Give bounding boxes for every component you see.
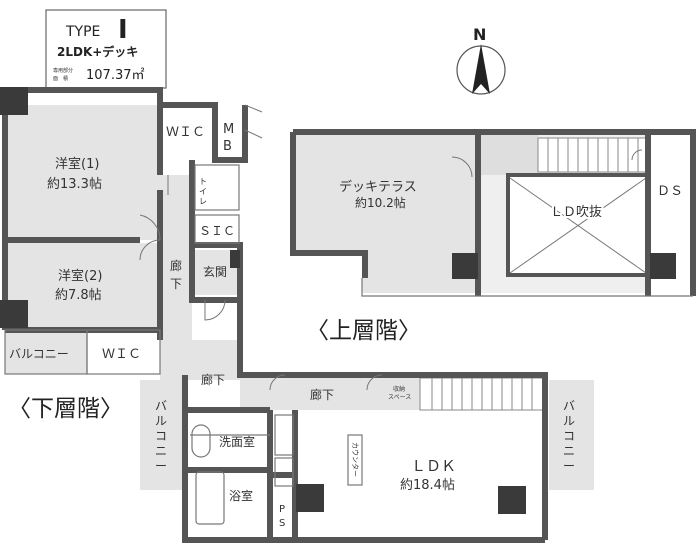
balcony-sw-label-5: ー (155, 459, 167, 473)
ldk-name: ＬＤＫ (411, 457, 456, 475)
ps-label-2: S (279, 518, 285, 529)
hallway-a-label: 廊下 (201, 372, 225, 387)
ldk-size: 約18.4帖 (400, 478, 455, 493)
washroom-label: 洗面室 (219, 434, 255, 449)
area-value: 107.37㎡ (86, 68, 145, 83)
toilet-label-3: レ (199, 197, 207, 206)
hallway-b-label: 廊下 (310, 387, 334, 402)
type-code: I (118, 15, 128, 45)
mb-label-2: B (223, 139, 232, 154)
entrance-label: 玄関 (203, 264, 227, 279)
lower-floor-plan: 洋室(1) 約13.3帖 洋室(2) 約7.8帖 ＷＩＣ M B ト イ レ Ｓ… (0, 87, 594, 543)
storage-label-2: スペース (388, 394, 411, 401)
wic-1-label: ＷＩＣ (166, 125, 205, 140)
western-room-2-size: 約7.8帖 (55, 288, 102, 303)
western-room-1-name: 洋室(1) (55, 156, 99, 172)
column-ldk-2 (498, 486, 526, 514)
hallway-vertical-label-1: 廊 (170, 258, 182, 273)
area-label-2: 面 積 (53, 75, 68, 82)
deck-size: 約10.2帖 (355, 195, 406, 210)
balcony-west (5, 330, 87, 374)
mb-label-1: M (223, 122, 234, 137)
western-room-1 (5, 105, 160, 240)
plan-type: 2LDK+デッキ (57, 44, 138, 59)
wic-2-label: ＷＩＣ (102, 347, 141, 362)
column-entrance (230, 250, 240, 268)
western-room-2-name: 洋室(2) (58, 268, 102, 284)
balcony-west-label: バルコニー (9, 347, 69, 361)
staircase-lower (419, 377, 546, 411)
column-w (0, 300, 28, 328)
balcony-south-west (140, 380, 185, 490)
balcony-sw-label-1: バ (155, 399, 167, 413)
column-nw (0, 87, 28, 115)
hallway-vertical-label-2: 下 (170, 277, 182, 291)
balcony-sw-label-3: コ (155, 429, 167, 443)
balcony-se-label-1: バ (563, 399, 575, 413)
ds-label: ＤＳ (657, 184, 683, 199)
info-box: TYPE I 2LDK+デッキ 専用部分 面 積 107.37㎡ (45, 9, 167, 89)
upper-floor-plan: デッキテラス 約10.2帖 ＬＤ吹抜 ＤＳ (290, 129, 696, 297)
column-upper-1 (452, 253, 478, 279)
bathroom-label: 浴室 (229, 488, 253, 503)
column-ldk-1 (296, 484, 324, 512)
upper-floor-label: 〈上層階〉 (306, 318, 421, 344)
toilet-label-1: ト (199, 177, 207, 186)
western-room-2 (5, 243, 160, 328)
balcony-se-label-5: ー (563, 459, 575, 473)
balcony-sw-label-4: ニ (155, 444, 167, 458)
column-upper-2 (650, 253, 676, 279)
storage-label-1: 収納 (393, 385, 405, 393)
balcony-se-label-3: コ (563, 429, 575, 443)
counter-label: カウンター (351, 442, 360, 477)
staircase-upper (537, 137, 647, 173)
lower-floor-label: 〈下層階〉 (8, 396, 123, 422)
toilet-label-2: イ (199, 187, 207, 196)
north-compass-icon: N (456, 25, 506, 95)
north-label: N (473, 25, 486, 44)
balcony-se-label-4: ニ (563, 444, 575, 458)
area-label-1: 専用部分 (53, 67, 73, 74)
deck-terrace (293, 135, 478, 275)
sic-label: ＳＩＣ (199, 224, 235, 238)
type-label: TYPE (65, 24, 100, 40)
ld-void-label: ＬＤ吹抜 (550, 204, 602, 220)
balcony-sw-label-2: ル (155, 414, 167, 428)
deck-name: デッキテラス (339, 179, 417, 195)
balcony-south-east (549, 380, 594, 490)
balcony-se-label-2: ル (563, 414, 575, 428)
ps-label-1: P (279, 504, 285, 515)
hallway-area-a (160, 340, 240, 380)
western-room-1-size: 約13.3帖 (47, 177, 102, 192)
